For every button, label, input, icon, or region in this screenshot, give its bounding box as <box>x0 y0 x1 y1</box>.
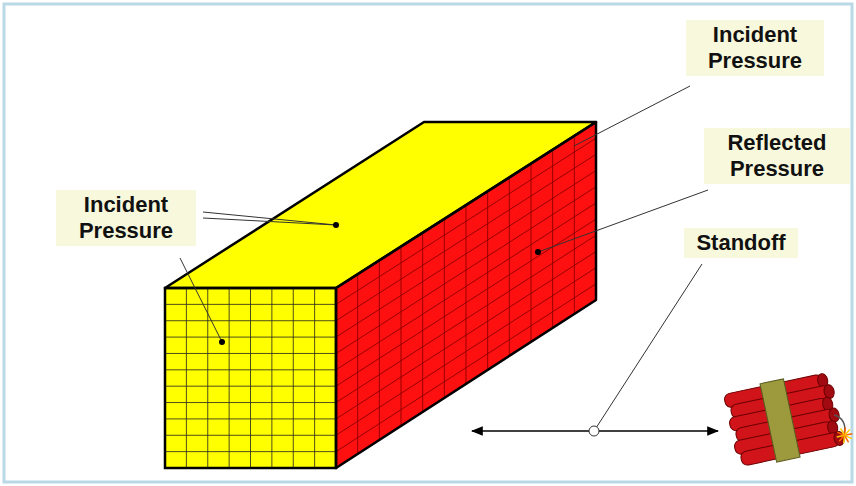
leader-dot <box>333 222 339 228</box>
leader-dot <box>535 249 541 255</box>
leader-lines <box>180 86 708 428</box>
callout-label: Standoff <box>684 228 798 258</box>
leader-circle <box>589 426 599 436</box>
callout-label: Reflected Pressure <box>704 128 850 184</box>
front-face <box>165 288 336 468</box>
callout-label: Incident Pressure <box>686 20 824 76</box>
front-outline <box>165 288 336 468</box>
top-outline <box>165 122 596 288</box>
callout-label: Incident Pressure <box>56 190 196 246</box>
leader-dot <box>219 339 225 345</box>
dynamite-symbol <box>723 367 855 470</box>
side-outline <box>336 122 596 468</box>
side-face <box>336 122 596 468</box>
frame <box>4 4 852 482</box>
mesh-grid <box>165 136 596 468</box>
